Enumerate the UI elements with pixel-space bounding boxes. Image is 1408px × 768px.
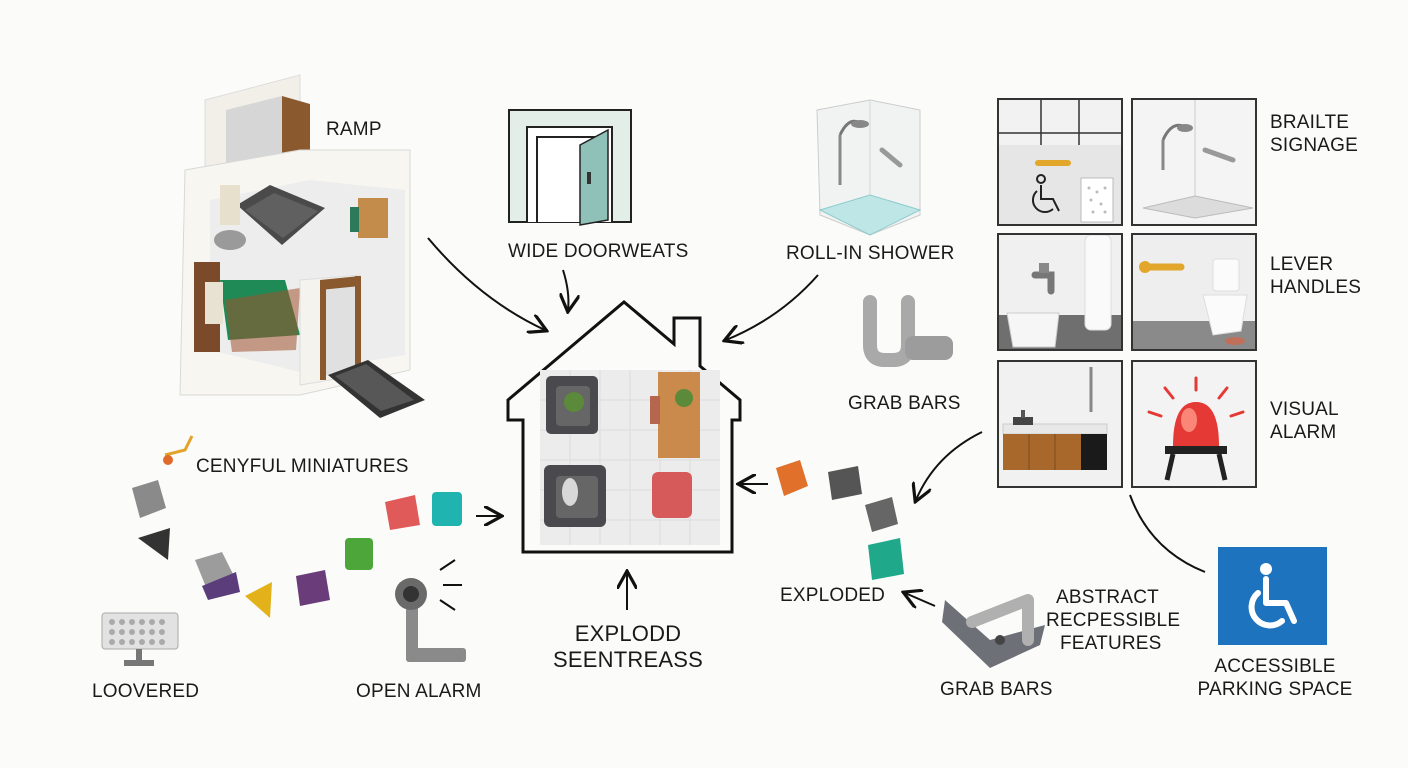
panel-faucet	[997, 233, 1123, 351]
parking-sign	[1218, 547, 1327, 645]
label-wide-doorways: WIDE DOORWEATS	[508, 241, 689, 262]
curve-to-parking	[1129, 494, 1206, 573]
label-braille-2: SIGNAGE	[1270, 135, 1358, 156]
label-visual-2: ALARM	[1270, 422, 1337, 443]
desk	[358, 198, 388, 238]
label-roll-in-shower: ROLL-IN SHOWER	[786, 243, 955, 264]
panel-kitchen	[997, 360, 1123, 488]
arrow-from-alarm-sound	[439, 559, 462, 611]
label-visual-1: VISUAL	[1270, 399, 1339, 420]
label-abstract-1: ABSTRACT	[1056, 587, 1159, 608]
table-top-right	[658, 372, 700, 458]
label-grab-bars-bottom: GRAB BARS	[940, 679, 1053, 700]
label-exploded-center-1: EXPLODD	[574, 621, 682, 646]
label-abstract-3: FEATURES	[1060, 633, 1162, 654]
glass-door	[579, 128, 609, 226]
arrow-from-shower	[726, 274, 819, 340]
alarm-light-icon	[1147, 376, 1245, 481]
shower-base	[818, 194, 922, 236]
label-abstract-2: RECPESSIBLE	[1046, 610, 1181, 631]
label-loovered: LOOVERED	[92, 681, 200, 702]
label-cenyful-miniatures: CENYFUL MINIATURES	[196, 456, 409, 477]
panel-shower	[1131, 98, 1257, 226]
panel-visual-alarm	[1131, 360, 1257, 488]
label-exploded-right: EXPLODED	[780, 585, 886, 606]
label-exploded-center-2: SEENTREASS	[553, 647, 703, 672]
armchair-red	[652, 472, 692, 518]
arrow-from-kitchen	[916, 431, 983, 500]
panel-braille	[997, 98, 1123, 226]
rug	[225, 288, 300, 352]
panel-lever-toilet	[1131, 233, 1257, 351]
label-parking-1: ACCESSIBLE	[1214, 656, 1336, 677]
wheelchair-icon	[1031, 174, 1060, 214]
label-lever-2: HANDLES	[1270, 277, 1362, 298]
label-open-alarm: OPEN ALARM	[356, 681, 482, 702]
label-ramp: RAMP	[326, 119, 382, 140]
arrow-from-ramp	[427, 237, 545, 330]
floor-plan	[540, 370, 720, 545]
arrow-from-grab-bar	[905, 593, 936, 606]
label-grab-bars-mid: GRAB BARS	[848, 393, 961, 414]
label-braille-1: BRAILTE	[1270, 112, 1350, 133]
arrow-from-doorways	[563, 269, 568, 310]
house-outline	[506, 300, 742, 554]
label-lever-1: LEVER	[1270, 254, 1334, 275]
label-parking-2: PARKING SPACE	[1197, 679, 1353, 700]
wheelchair-icon	[1248, 563, 1297, 629]
